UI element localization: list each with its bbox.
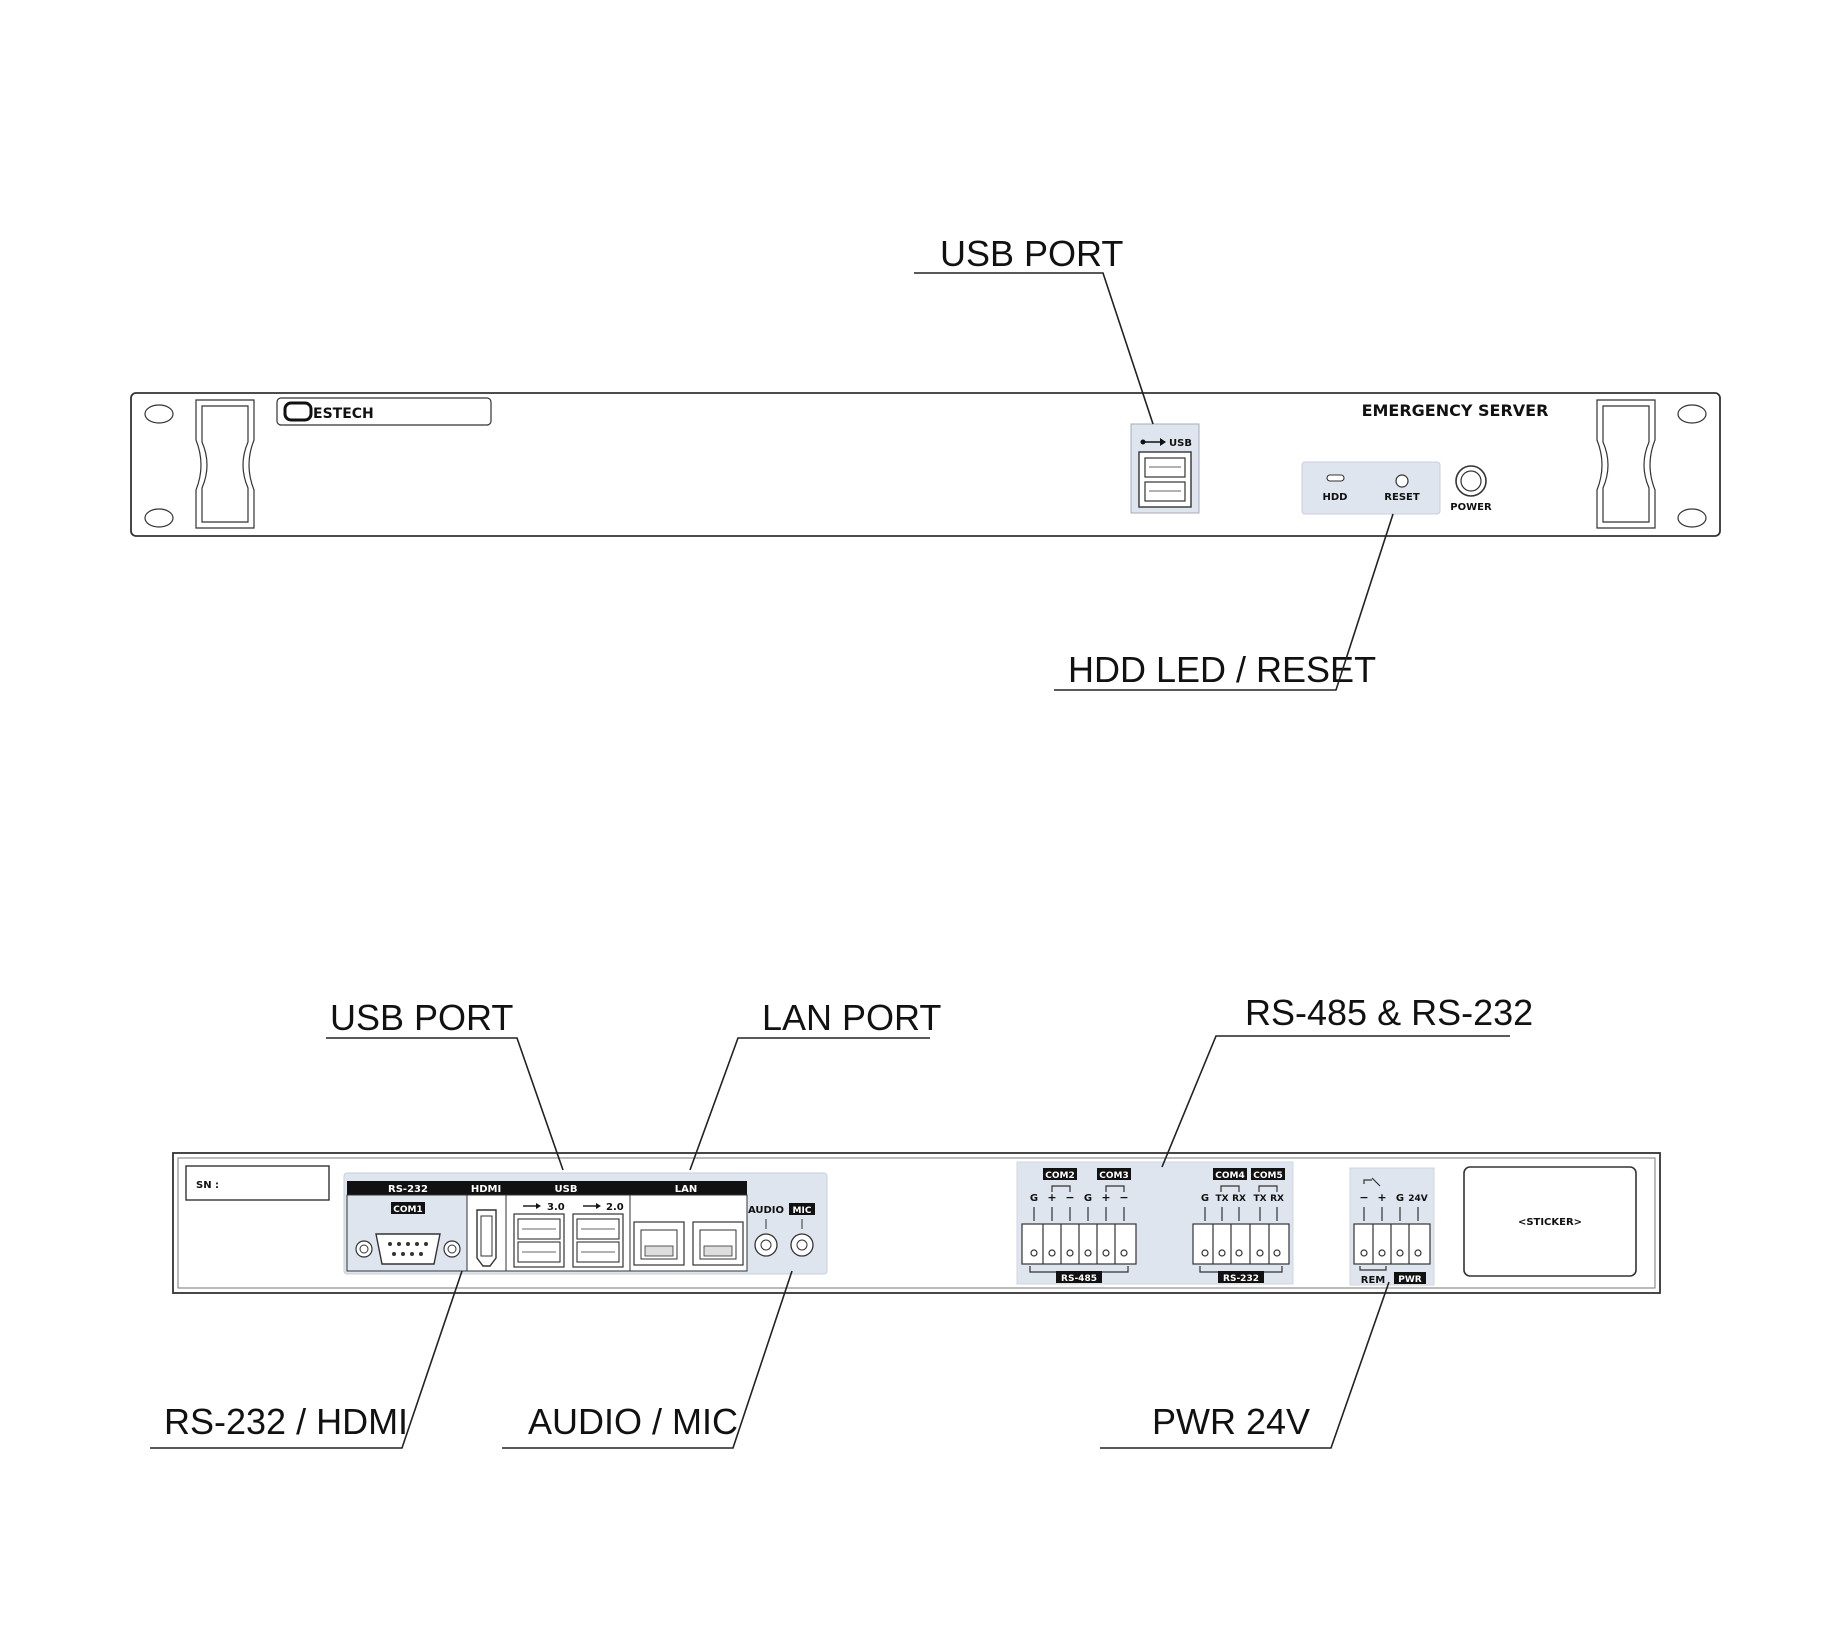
callout-front-usb: USB PORT bbox=[914, 233, 1154, 425]
hdd-reset-block: HDD RESET bbox=[1301, 461, 1441, 515]
callout-label: LAN PORT bbox=[762, 997, 941, 1038]
front-usb-label: USB bbox=[1169, 438, 1192, 449]
pwr-label: PWR bbox=[1398, 1275, 1422, 1285]
callout-rear-rs: RS-485 & RS-232 bbox=[1161, 992, 1533, 1168]
usb-header: USB bbox=[555, 1184, 578, 1195]
mount-hole-icon bbox=[1677, 508, 1707, 528]
left-handle bbox=[195, 399, 255, 529]
hdmi-header: HDMI bbox=[471, 1184, 501, 1195]
pwr-pin-label: 24V bbox=[1408, 1194, 1428, 1204]
audio-jack[interactable] bbox=[754, 1233, 778, 1257]
sticker-label: <STICKER> bbox=[1518, 1217, 1582, 1228]
mount-hole-icon bbox=[1677, 404, 1707, 424]
audio-label-text: AUDIO bbox=[748, 1205, 784, 1216]
callout-rear-audio: AUDIO / MIC bbox=[502, 1270, 793, 1449]
main-io-block: RS-232 HDMI USB LAN COM1 bbox=[343, 1172, 828, 1275]
com3-label: COM3 bbox=[1099, 1171, 1128, 1181]
front-usb-block: USB bbox=[1130, 423, 1200, 514]
rs232-pin-label: TX bbox=[1215, 1194, 1228, 1204]
rs485-pin-label: G bbox=[1084, 1193, 1092, 1204]
reset-label: RESET bbox=[1384, 492, 1420, 503]
com1-label: COM1 bbox=[393, 1205, 422, 1215]
usb-icon bbox=[583, 1203, 601, 1209]
com2-label: COM2 bbox=[1045, 1171, 1074, 1181]
com1-db9-port[interactable] bbox=[355, 1233, 461, 1265]
rear-panel: SN : RS-232 HDMI USB LAN COM1 bbox=[172, 1152, 1661, 1294]
callout-rear-usb: USB PORT bbox=[326, 997, 564, 1171]
brand-text: ESTECH bbox=[313, 406, 374, 422]
sn-box bbox=[185, 1165, 330, 1201]
rs485-pin-label: + bbox=[1047, 1191, 1056, 1204]
power-terminal-area: − + G 24V REM PWR bbox=[1349, 1167, 1435, 1286]
relay-switch-icon bbox=[1363, 1177, 1381, 1187]
usb-icon bbox=[523, 1203, 541, 1209]
pwr-pin-label: G bbox=[1396, 1193, 1404, 1204]
rs232-pin-label: RX bbox=[1232, 1194, 1246, 1204]
device-title: EMERGENCY SERVER bbox=[1362, 401, 1549, 420]
callout-label: USB PORT bbox=[940, 233, 1123, 274]
callout-rear-lan: LAN PORT bbox=[689, 997, 941, 1171]
lan-port[interactable] bbox=[633, 1221, 685, 1266]
rs232-pin-label: G bbox=[1201, 1193, 1209, 1204]
mount-hole-icon bbox=[144, 508, 174, 528]
callout-label: PWR 24V bbox=[1152, 1401, 1310, 1442]
usb-icon bbox=[1140, 438, 1166, 446]
power-terminal[interactable] bbox=[1353, 1207, 1431, 1265]
front-panel: ESTECH EMERGENCY SERVER USB HDD RESET bbox=[130, 392, 1721, 537]
estech-logo-icon: ESTECH bbox=[283, 401, 374, 422]
rem-label: REM bbox=[1361, 1275, 1386, 1286]
callout-label: AUDIO / MIC bbox=[528, 1401, 738, 1442]
rs485-footer: RS-485 bbox=[1061, 1274, 1097, 1284]
com4-label: COM4 bbox=[1215, 1171, 1244, 1181]
sticker-area bbox=[1463, 1166, 1637, 1277]
rs485-pin-label: + bbox=[1101, 1191, 1110, 1204]
usb20-label: 2.0 bbox=[606, 1202, 624, 1213]
callout-label: RS-232 / HDMI bbox=[164, 1401, 408, 1442]
lan-header: LAN bbox=[675, 1184, 697, 1195]
mic-label: MIC bbox=[793, 1206, 812, 1216]
right-handle bbox=[1596, 399, 1656, 529]
power-button[interactable] bbox=[1455, 465, 1487, 497]
usb30-label: 3.0 bbox=[547, 1202, 565, 1213]
reset-button[interactable] bbox=[1395, 474, 1409, 488]
rs485-terminal[interactable] bbox=[1021, 1207, 1137, 1265]
hdmi-port[interactable] bbox=[476, 1209, 497, 1267]
rs232-terminal[interactable] bbox=[1192, 1207, 1290, 1265]
rs232-header: RS-232 bbox=[388, 1184, 428, 1195]
sn-label: SN : bbox=[196, 1180, 219, 1191]
com5-label: COM5 bbox=[1253, 1171, 1282, 1181]
callout-rear-rs232-hdmi: RS-232 / HDMI bbox=[150, 1270, 463, 1449]
rs485-pin-label: G bbox=[1030, 1193, 1038, 1204]
lan-port[interactable] bbox=[692, 1221, 744, 1266]
hdd-led-icon bbox=[1326, 474, 1345, 482]
power-label: POWER bbox=[1450, 502, 1492, 513]
callout-rear-pwr: PWR 24V bbox=[1100, 1281, 1390, 1449]
brand-plate bbox=[276, 397, 492, 426]
callout-label: HDD LED / RESET bbox=[1068, 649, 1376, 690]
mic-jack[interactable] bbox=[790, 1233, 814, 1257]
rs232-footer: RS-232 bbox=[1223, 1274, 1259, 1284]
terminal-block-area: COM2 COM3 COM4 COM5 G + − G + − bbox=[1016, 1161, 1294, 1285]
mount-hole-icon bbox=[144, 404, 174, 424]
callout-front-hdd: HDD LED / RESET bbox=[1054, 513, 1394, 691]
pwr-pin-label: − bbox=[1359, 1191, 1368, 1204]
callout-label: USB PORT bbox=[330, 997, 513, 1038]
rs485-pin-label: − bbox=[1065, 1191, 1074, 1204]
rs485-pin-label: − bbox=[1119, 1191, 1128, 1204]
pwr-pin-label: + bbox=[1377, 1191, 1386, 1204]
rs232-pin-label: TX bbox=[1253, 1194, 1266, 1204]
callout-label: RS-485 & RS-232 bbox=[1245, 992, 1533, 1033]
hdd-label: HDD bbox=[1323, 492, 1348, 503]
rs232-pin-label: RX bbox=[1270, 1194, 1284, 1204]
